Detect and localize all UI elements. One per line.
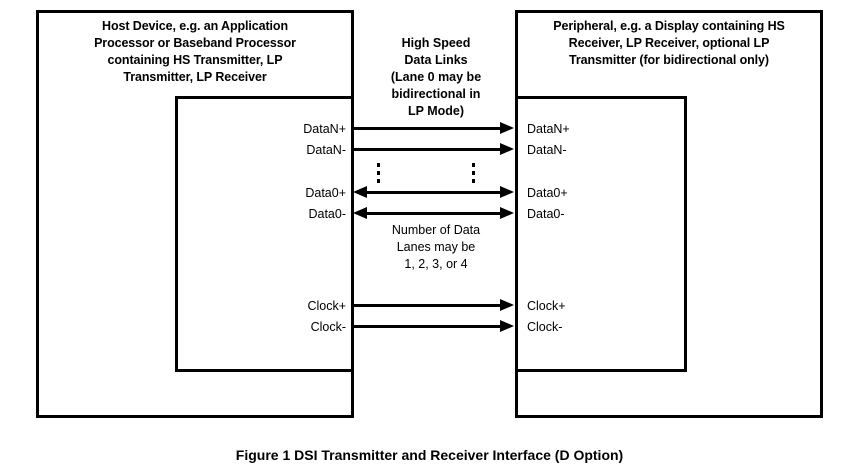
host-pin-label-clock-plus: Clock+: [307, 299, 346, 313]
arrow-left-data0-minus: [353, 207, 367, 219]
arrow-right-clock-minus: [500, 320, 514, 332]
peripheral-pin-label-datan-plus: DataN+: [527, 122, 570, 136]
host-interface-inner-box: [175, 96, 354, 372]
peripheral-heading: Peripheral, e.g. a Display containing HS…: [519, 18, 819, 69]
arrow-right-data0-plus: [500, 186, 514, 198]
peripheral-pin-label-datan-minus: DataN-: [527, 143, 567, 157]
host-heading-line-3: containing HS Transmitter, LP: [107, 53, 283, 67]
number-of-lanes-note: Number of Data Lanes may be 1, 2, 3, or …: [358, 222, 514, 273]
host-pin-label-clock-minus: Clock-: [310, 320, 346, 334]
figure-caption: Figure 1 DSI Transmitter and Receiver In…: [235, 447, 624, 463]
lane-continuation-dots-left: [377, 163, 380, 187]
host-pin-label-datan-minus: DataN-: [306, 143, 346, 157]
peripheral-interface-inner-box: [515, 96, 687, 372]
host-heading-line-4: Transmitter, LP Receiver: [123, 70, 267, 84]
middle-title-line-1: High Speed: [401, 36, 471, 50]
host-pin-label-datan-plus: DataN+: [303, 122, 346, 136]
peripheral-pin-label-data0-plus: Data0+: [527, 186, 568, 200]
middle-note-line-2: Lanes may be: [396, 240, 476, 254]
arrow-right-data0-minus: [500, 207, 514, 219]
peripheral-heading-line-2: Receiver, LP Receiver, optional LP: [568, 36, 770, 50]
middle-title-line-3: (Lane 0 may be: [390, 70, 482, 84]
host-pin-label-data0-minus: Data0-: [308, 207, 346, 221]
middle-note-line-1: Number of Data: [391, 223, 481, 237]
arrow-right-datan-plus: [500, 122, 514, 134]
middle-note-line-3: 1, 2, 3, or 4: [404, 257, 468, 271]
peripheral-pin-label-clock-minus: Clock-: [527, 320, 563, 334]
arrow-left-data0-plus: [353, 186, 367, 198]
host-heading-line-1: Host Device, e.g. an Application: [102, 19, 288, 33]
wire-data0-minus: [367, 212, 501, 215]
peripheral-heading-line-1: Peripheral, e.g. a Display containing HS: [553, 19, 785, 33]
host-device-heading: Host Device, e.g. an Application Process…: [42, 18, 348, 86]
host-heading-line-2: Processor or Baseband Processor: [94, 36, 296, 50]
host-pin-label-data0-plus: Data0+: [305, 186, 346, 200]
middle-title-line-2: Data Links: [404, 53, 468, 67]
wire-clock-minus: [353, 325, 501, 328]
lane-continuation-dots-right: [472, 163, 475, 187]
arrow-right-datan-minus: [500, 143, 514, 155]
arrow-right-clock-plus: [500, 299, 514, 311]
middle-title-line-5: LP Mode): [407, 104, 465, 118]
peripheral-pin-label-clock-plus: Clock+: [527, 299, 566, 313]
wire-datan-minus: [353, 148, 501, 151]
high-speed-data-links-caption: High Speed Data Links (Lane 0 may be bid…: [358, 35, 514, 120]
wire-datan-plus: [353, 127, 501, 130]
wire-clock-plus: [353, 304, 501, 307]
peripheral-heading-line-3: Transmitter (for bidirectional only): [569, 53, 769, 67]
middle-title-line-4: bidirectional in: [391, 87, 481, 101]
wire-data0-plus: [367, 191, 501, 194]
peripheral-pin-label-data0-minus: Data0-: [527, 207, 565, 221]
